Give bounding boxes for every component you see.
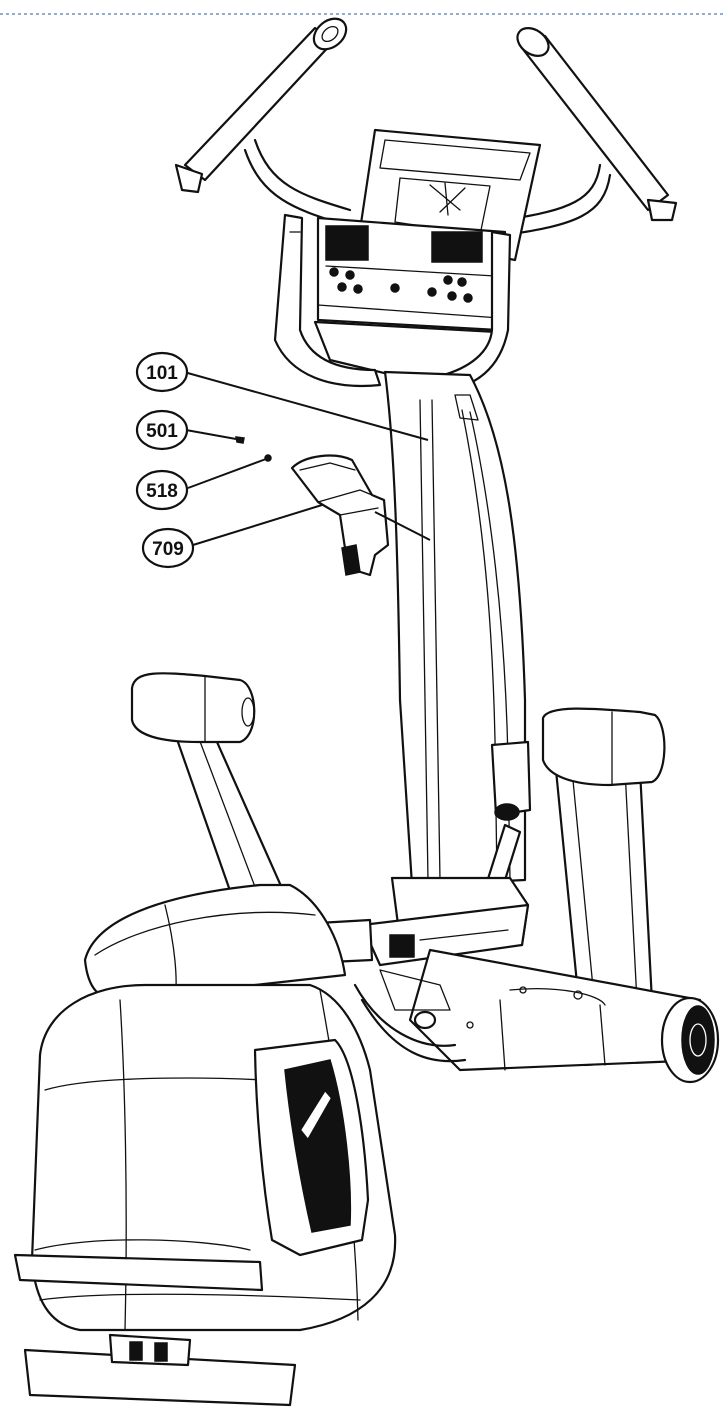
left-lower-arm bbox=[130, 672, 287, 907]
callout-709: 709 bbox=[141, 527, 195, 569]
part-709-shroud bbox=[290, 454, 390, 577]
base-frame-right bbox=[408, 948, 707, 1072]
leader-518 bbox=[187, 458, 267, 489]
rear-wheel bbox=[660, 996, 720, 1084]
leader-501 bbox=[185, 429, 237, 440]
console bbox=[313, 128, 542, 380]
left-curved-bar bbox=[253, 138, 352, 212]
callout-label-518: 518 bbox=[146, 481, 178, 502]
callout-518: 518 bbox=[135, 469, 189, 511]
callout-label-501: 501 bbox=[146, 421, 178, 442]
leader-101 bbox=[183, 371, 429, 441]
right-upper-handle bbox=[516, 27, 678, 222]
part-501-screw bbox=[235, 436, 245, 444]
part-518-washer bbox=[264, 454, 272, 462]
left-upper-handle bbox=[174, 17, 348, 194]
flywheel-housing bbox=[13, 883, 397, 1407]
center-mast bbox=[383, 370, 527, 887]
callout-label-709: 709 bbox=[152, 539, 184, 560]
leader-709 bbox=[192, 504, 323, 546]
pedal-assembly bbox=[316, 876, 530, 967]
callout-101: 101 bbox=[135, 351, 189, 393]
callout-label-101: 101 bbox=[146, 363, 178, 384]
left-side-grip bbox=[273, 213, 382, 387]
callout-501: 501 bbox=[135, 409, 189, 451]
